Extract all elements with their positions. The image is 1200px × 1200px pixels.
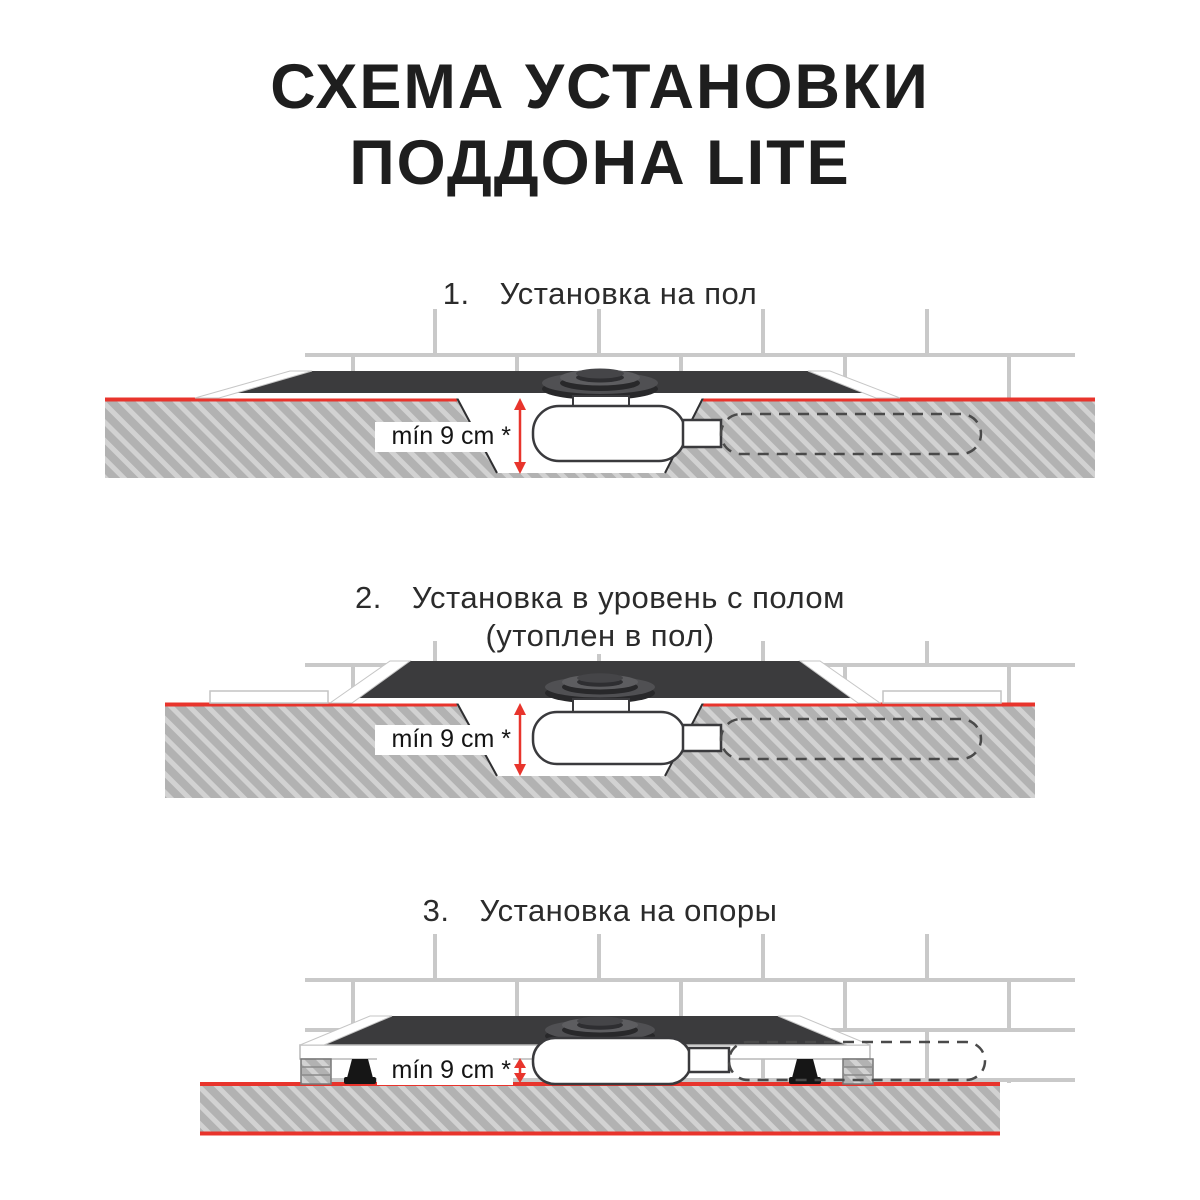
section-3-title: Установка на опоры bbox=[479, 893, 778, 928]
page-title-line1: СХЕМА УСТАНОВКИ bbox=[270, 52, 930, 122]
dimension-label: mín 9 cm * bbox=[392, 422, 512, 450]
dimension-arrow bbox=[514, 703, 526, 776]
dimension-arrow bbox=[514, 1058, 526, 1083]
pipe-dashed-outline bbox=[727, 1040, 987, 1082]
siphon-trap bbox=[531, 1036, 731, 1086]
section-2-heading: 2. Установка в уровень с полом bbox=[0, 580, 1200, 616]
section-1-number: 1. bbox=[442, 276, 470, 311]
section-2-subtitle: (утоплен в пол) bbox=[471, 618, 729, 654]
section-1-heading: 1. Установка на пол bbox=[0, 276, 1200, 312]
section-3-number: 3. bbox=[422, 893, 450, 928]
page-title-line2: ПОДДОНА LITE bbox=[349, 127, 851, 198]
page-title: СХЕМА УСТАНОВКИ ПОДДОНА LITE bbox=[0, 50, 1200, 201]
diagram-floor-install: mín 9 cm * bbox=[105, 309, 1095, 478]
dimension-label-bg bbox=[375, 725, 513, 755]
dimension-arrow bbox=[514, 398, 526, 474]
dimension-label-bg bbox=[375, 422, 513, 452]
side-screen-left bbox=[300, 1058, 332, 1085]
siphon-trap bbox=[531, 698, 723, 766]
dimension-label: mín 9 cm * bbox=[392, 1056, 512, 1084]
section-2-number: 2. bbox=[355, 580, 382, 615]
floor-section bbox=[200, 1083, 1000, 1135]
pipe-dashed-outline bbox=[719, 717, 983, 761]
pipe-dashed-outline bbox=[719, 412, 983, 456]
dimension-label: mín 9 cm * bbox=[392, 725, 512, 753]
diagram-supports-install: mín 9 cm * bbox=[200, 934, 1075, 1136]
floor-ledge-right bbox=[882, 690, 1002, 704]
section-1-title: Установка на пол bbox=[499, 276, 758, 311]
section-2-title: Установка в уровень с полом bbox=[411, 580, 845, 615]
drain-cap bbox=[542, 368, 658, 400]
dimension-label-bg bbox=[377, 1058, 513, 1085]
siphon-trap bbox=[531, 395, 723, 463]
floor-ledge-left bbox=[209, 690, 329, 704]
section-3-heading: 3. Установка на опоры bbox=[0, 893, 1200, 929]
